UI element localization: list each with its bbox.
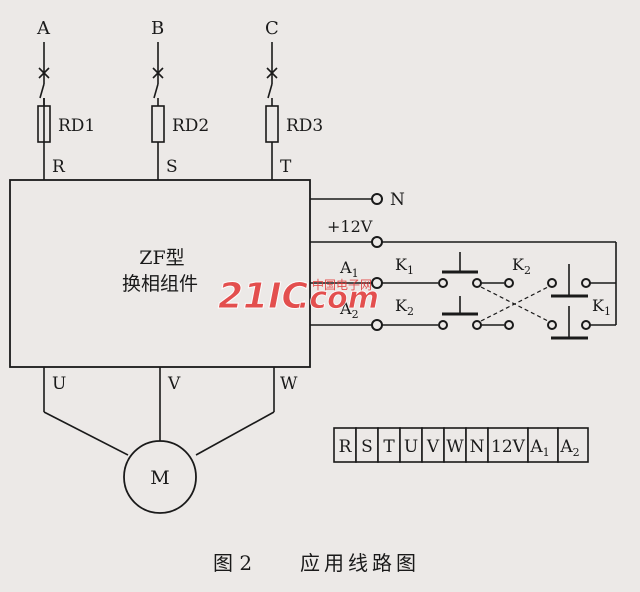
terminal-strip-label: N — [470, 437, 485, 457]
watermark-cn: 中国电子网 — [312, 277, 372, 292]
output-v-label: V — [167, 374, 181, 394]
switch-k2-label-bottom: K2 — [395, 296, 414, 318]
terminal-strip-label: A1 — [529, 437, 549, 459]
interlock-cross — [480, 286, 549, 322]
watermark-brand: 21IC — [218, 276, 308, 317]
fuse-rd1-label: RD1 — [58, 116, 95, 136]
phase-b-line — [151, 42, 165, 180]
terminal-strip-cell — [557, 427, 589, 463]
output-w-label: W — [280, 374, 298, 394]
terminal-strip-label: U — [404, 437, 418, 457]
terminal-strip-label: A2 — [559, 437, 579, 459]
terminal-12v-label: +12V — [327, 217, 373, 236]
terminal-a1-label: A1 — [339, 258, 359, 280]
terminal-a2-label: A2 — [339, 299, 359, 321]
module-title: ZF型 — [139, 247, 184, 269]
motor-label: M — [150, 467, 169, 489]
input-r-label: R — [52, 157, 66, 177]
terminal-strip-cell — [527, 427, 559, 463]
terminal-strip-label: T — [383, 437, 395, 457]
figure-title: 应用线路图 — [300, 551, 420, 575]
fuse-rd3-icon — [265, 105, 279, 143]
motor-wiring — [43, 367, 275, 456]
terminal-n-label: N — [390, 190, 405, 210]
terminal-strip-label: W — [446, 437, 464, 457]
terminal-strip-label: V — [426, 437, 440, 457]
figure-number: 图 2 — [213, 551, 252, 575]
module-subtitle: 换相组件 — [122, 273, 198, 295]
motor-symbol — [123, 440, 197, 514]
phase-b-label: B — [151, 18, 164, 39]
phase-c-line — [265, 42, 279, 180]
terminal-strip-label: R — [339, 437, 353, 457]
output-u-label: U — [52, 374, 66, 394]
switch-k2-label-top: K2 — [512, 255, 531, 277]
site-watermark: 21IC .com 中国电子网 — [218, 276, 380, 318]
switch-k1-label-top: K1 — [395, 255, 414, 277]
fuse-rd2-label: RD2 — [172, 116, 209, 136]
a2-line — [310, 296, 616, 340]
phase-a-label: A — [36, 18, 51, 39]
phase-a-line — [37, 42, 51, 180]
input-s-label: S — [166, 157, 178, 177]
fuse-rd2-icon — [151, 105, 165, 143]
fuse-rd3-label: RD3 — [286, 116, 323, 136]
watermark-domain: .com — [298, 281, 379, 316]
terminal-strip-cell — [487, 427, 529, 463]
switch-k1-label-bottom: K1 — [592, 296, 611, 318]
terminal-strip-label: S — [361, 437, 373, 457]
a1-line — [310, 252, 616, 298]
zf-module-box — [9, 179, 311, 368]
phase-c-label: C — [265, 18, 279, 39]
terminal-n — [310, 193, 383, 205]
input-t-label: T — [280, 157, 292, 177]
terminal-strip-label: 12V — [491, 437, 526, 457]
